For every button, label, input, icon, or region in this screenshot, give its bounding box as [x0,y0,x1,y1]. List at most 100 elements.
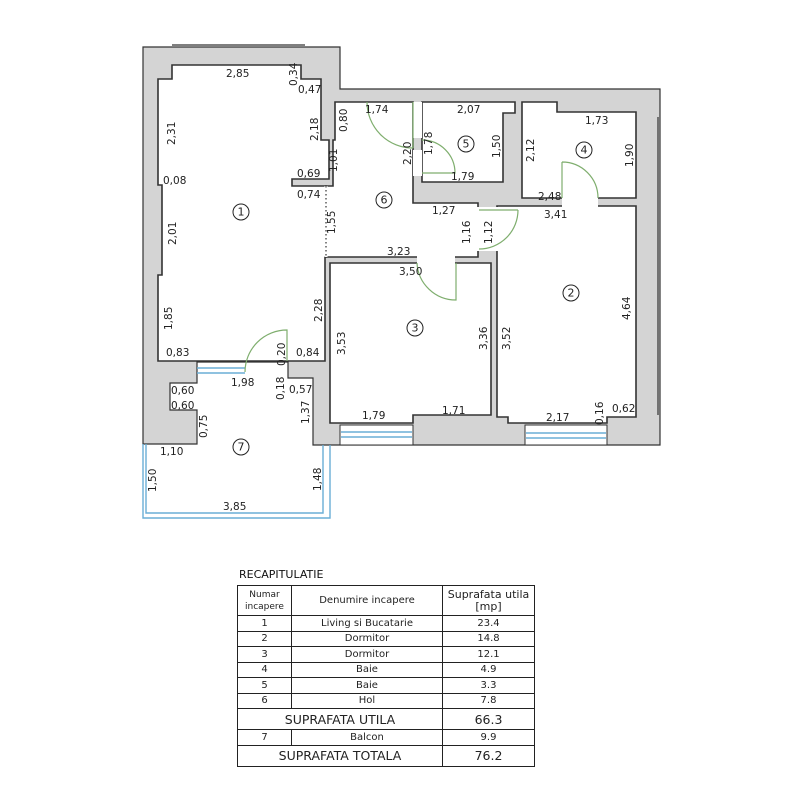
dim-label: 1,37 [300,401,312,424]
cell-name: Baie [291,661,443,678]
windows [142,367,608,519]
dim-label: 1,85 [163,307,175,330]
cell-area: 7.8 [442,692,535,709]
room-4-bath [521,101,637,199]
room-3-bedroom [329,262,492,424]
dim-label: 3,53 [336,332,348,355]
cell-name: Dormitor [291,630,443,647]
area-summary-table: Numar incapere Denumire incapere Suprafa… [237,585,535,767]
room-marker-4: 4 [575,141,593,159]
dim-label: 3,85 [223,501,246,513]
dim-label: 1,79 [362,410,385,422]
table-title: RECAPITULATIE [239,568,324,581]
dim-label: 1,71 [442,405,465,417]
cell-number: 7 [237,729,292,746]
dim-label: 1,27 [432,205,455,217]
dim-label: 2,85 [226,68,249,80]
dim-label: 0,84 [296,347,320,359]
door-bath-4 [561,161,599,199]
cell-area: 3.3 [442,677,535,694]
door-hall-entry [366,101,414,149]
total-label: SUPRAFATA TOTALA [237,744,443,767]
room-2-bedroom [496,205,637,424]
room-marker-5: 5 [457,135,475,153]
dim-label: 0,16 [594,401,606,425]
svg-text:2: 2 [568,287,575,300]
subtotal-label: SUPRAFATA UTILA [237,708,443,730]
dim-label: 2,28 [313,299,325,322]
room-marker-3: 3 [406,319,424,337]
cell-number: 5 [237,677,292,694]
dim-label: 1,73 [585,115,608,127]
room-markers: 1 2 3 4 5 6 7 [232,135,593,456]
door-bath-5 [421,139,456,174]
doors [244,101,599,373]
total-area: 76.2 [442,744,535,767]
header-area: Suprafata utila [mp] [442,585,535,616]
dim-label: 1,79 [451,171,474,183]
balcony-railing-inner [145,444,324,514]
svg-text:3: 3 [412,322,419,335]
cell-number: 4 [237,661,292,678]
cell-name: Living si Bucatarie [291,615,443,632]
dim-label: 0,20 [276,343,288,366]
dim-label: 2,31 [166,122,178,145]
dim-label: 3,23 [387,246,410,258]
door-bedroom-3 [416,262,457,301]
dim-label: 1,01 [328,149,340,172]
svg-text:4: 4 [581,144,588,157]
dim-label: 3,41 [544,209,567,221]
room-marker-6: 6 [375,191,393,209]
cell-name: Baie [291,677,443,694]
dim-label: 0,60 [171,385,194,397]
dim-label: 1,50 [147,469,159,492]
dim-label: 0,74 [297,189,321,201]
dim-label: 2,20 [402,142,414,165]
dim-label: 2,17 [546,412,569,424]
dim-label: 1,90 [624,144,636,167]
door-balcony [244,329,288,373]
dim-label: 2,12 [525,139,537,162]
balcony-railing-outer [142,444,331,519]
room-marker-1: 1 [232,203,250,221]
dim-label: 1,74 [365,104,389,116]
svg-text:7: 7 [238,441,245,454]
dim-label: 0,62 [612,403,635,415]
dim-label: 0,75 [198,415,210,438]
dim-label: 3,52 [501,327,513,350]
dim-label: 1,48 [312,468,324,491]
svg-text:6: 6 [381,194,388,207]
cell-number: 3 [237,646,292,663]
dim-label: 0,57 [289,384,312,396]
header-name: Denumire incapere [291,585,443,616]
room-marker-7: 7 [232,438,250,456]
cell-name: Balcon [291,729,443,746]
cell-number: 1 [237,615,292,632]
table-header-row: Numar incapere Denumire incapere Suprafa… [237,585,535,616]
dim-label: 1,12 [483,221,495,244]
dim-label: 0,69 [297,168,320,180]
dim-label: 1,10 [160,446,183,458]
dim-label: 2,07 [457,104,480,116]
dim-label: 1,98 [231,377,254,389]
dim-label: 0,80 [338,109,350,132]
room-marker-2: 2 [562,284,580,302]
cell-name: Hol [291,692,443,709]
cell-area: 9.9 [442,729,535,746]
cell-area: 4.9 [442,661,535,678]
dim-label: 2,18 [309,118,321,141]
cell-area: 23.4 [442,615,535,632]
cell-area: 14.8 [442,630,535,647]
room-5-bath [421,101,516,183]
cell-number: 2 [237,630,292,647]
dim-label: 0,08 [163,175,186,187]
dim-label: 1,78 [423,132,435,155]
svg-text:5: 5 [463,138,470,151]
dimension-labels: 2,85 0,34 0,47 2,31 2,18 0,80 0,08 0,69 … [147,62,636,513]
dim-label: 1,16 [461,220,473,244]
